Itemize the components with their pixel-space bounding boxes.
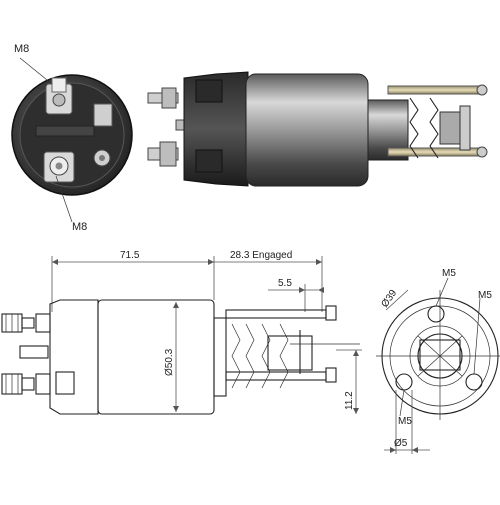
- top-thread-label: M8: [14, 43, 29, 55]
- small-gap-dimension: 5.5: [278, 278, 292, 289]
- hole-diameter-dimension: Ø5: [394, 438, 408, 449]
- length-dimension: 71.5: [120, 250, 140, 261]
- body-diameter-dimension: Ø50.3: [164, 348, 175, 376]
- offset-dimension: 11.2: [344, 391, 355, 410]
- right-hole-label: M5: [478, 290, 492, 301]
- drawing-side-view: 71.5 28.3 Engaged 5.5 Ø50.3: [1, 250, 362, 415]
- photo-side-view: [147, 71, 488, 187]
- flange-diameter-dimension: Ø39: [379, 288, 399, 310]
- top-hole-label: M5: [442, 268, 456, 279]
- bottom-thread-label: M8: [72, 221, 87, 233]
- engaged-dimension: 28.3 Engaged: [230, 250, 292, 261]
- bottom-hole-label: M5: [398, 416, 412, 427]
- drawing-front-view: Ø39 M5 M5 M5 Ø5: [376, 268, 500, 454]
- photo-end-view: M8 M8: [11, 43, 133, 233]
